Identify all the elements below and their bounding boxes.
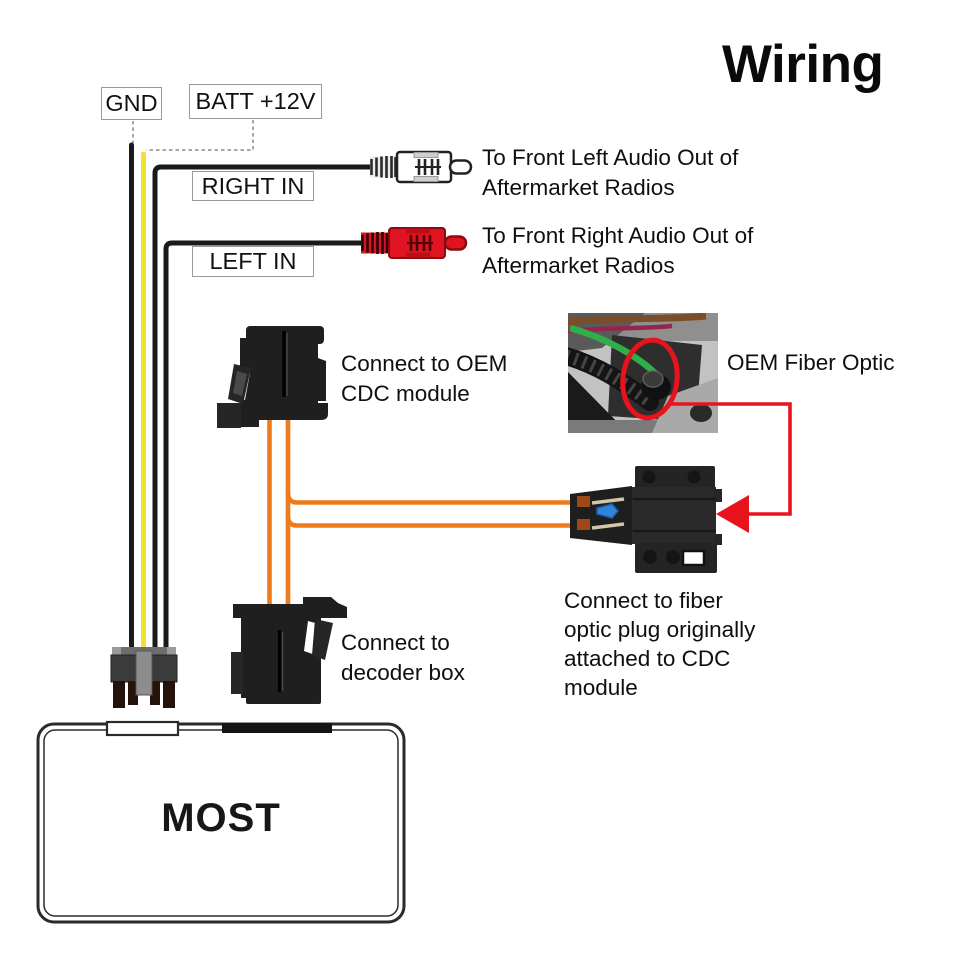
red-highlight-circle (620, 337, 680, 421)
oem-fiber-optic-note: OEM Fiber Optic (727, 350, 895, 375)
red-arrow-icon (716, 495, 749, 533)
decoder-box-note: Connect to decoder box (341, 630, 465, 685)
cdc-connector (217, 326, 328, 428)
left-in-wire (163, 240, 362, 660)
red-rca-connector (361, 227, 468, 259)
page-title: Wiring (722, 35, 884, 94)
white-rca-connector (370, 150, 473, 184)
red-pointer-line (668, 402, 792, 516)
most-box (36, 720, 406, 924)
fiber-branch-lower (285, 515, 578, 528)
front-right-audio-note: To Front Right Audio Out of Aftermarket … (482, 223, 754, 278)
box-notch (105, 720, 180, 737)
power-connector (110, 647, 178, 708)
batt-label: BATT +12V (189, 84, 322, 119)
right-in-wire (152, 164, 371, 660)
front-left-audio-note: To Front Left Audio Out of Aftermarket R… (482, 145, 739, 200)
right-in-label: RIGHT IN (192, 171, 314, 201)
fiber-plug-connector (570, 466, 722, 573)
gnd-label: GND (101, 87, 162, 120)
blue-clip (596, 503, 619, 519)
cdc-module-note: Connect to OEM CDC module (341, 351, 508, 406)
box-black-bar (222, 723, 332, 733)
leader-lines (132, 120, 254, 151)
most-label: MOST (161, 796, 281, 840)
fiber-branch-upper (285, 492, 578, 505)
left-in-label: LEFT IN (192, 246, 314, 277)
batt-leader-line (146, 120, 254, 151)
fiber-optic-cables (267, 418, 578, 604)
decoder-connector (231, 597, 347, 704)
oem-photo (568, 313, 718, 433)
fiber-plug-note: Connect to fiber optic plug originally a… (564, 588, 756, 700)
